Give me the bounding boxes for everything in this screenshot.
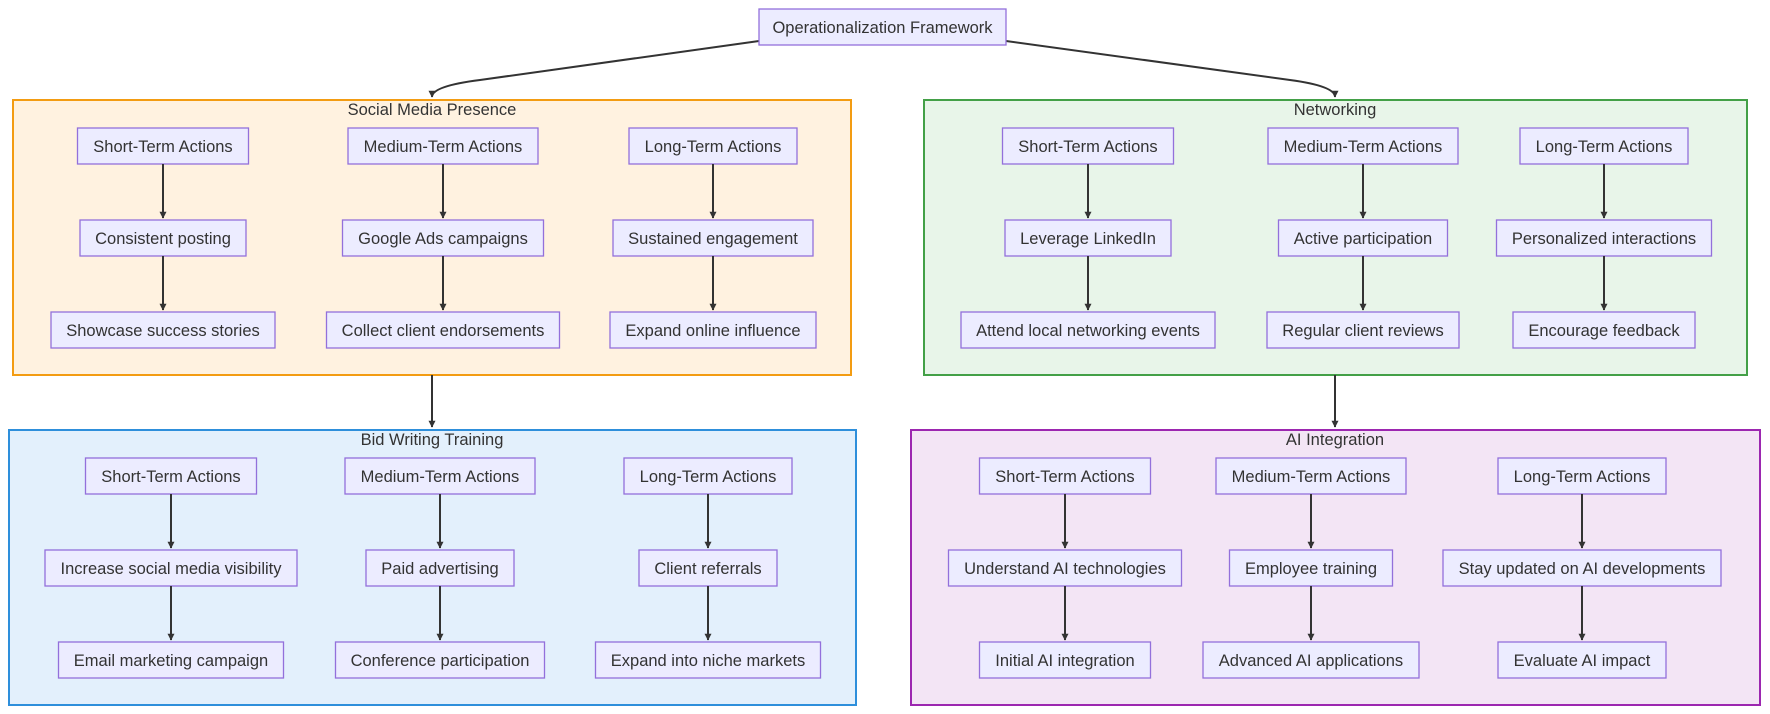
node-column-header[interactable]: Short-Term Actions [84, 457, 258, 495]
node-label: Expand online influence [625, 322, 800, 340]
node-column-header[interactable]: Medium-Term Actions [347, 127, 539, 165]
node-action-item[interactable]: Understand AI technologies [947, 549, 1183, 587]
node-label: Client referrals [654, 560, 761, 578]
node-action-item[interactable]: Sustained engagement [612, 219, 814, 257]
node-action-item[interactable]: Initial AI integration [978, 641, 1152, 679]
node-column-header[interactable]: Short-Term Actions [978, 457, 1152, 495]
node-label: Long-Term Actions [640, 468, 777, 486]
node-label: Consistent posting [95, 230, 231, 248]
node-action-item[interactable]: Paid advertising [365, 549, 515, 587]
node-action-item[interactable]: Attend local networking events [960, 311, 1216, 349]
node-label: Long-Term Actions [1514, 468, 1651, 486]
group-title: Bid Writing Training [361, 431, 504, 449]
node-label: Initial AI integration [995, 652, 1134, 670]
node-column-header[interactable]: Medium-Term Actions [1267, 127, 1459, 165]
node-label: Advanced AI applications [1219, 652, 1403, 670]
node-column-header[interactable]: Long-Term Actions [623, 457, 793, 495]
node-action-item[interactable]: Evaluate AI impact [1497, 641, 1667, 679]
group-title: AI Integration [1286, 431, 1384, 449]
node-label: Short-Term Actions [1018, 138, 1157, 156]
node-label: Leverage LinkedIn [1020, 230, 1156, 248]
node-action-item[interactable]: Expand into niche markets [594, 641, 822, 679]
node-label: Expand into niche markets [611, 652, 805, 670]
group-title: Social Media Presence [348, 101, 517, 119]
node-label: Stay updated on AI developments [1459, 560, 1706, 578]
node-label: Email marketing campaign [74, 652, 268, 670]
node-column-header[interactable]: Long-Term Actions [628, 127, 798, 165]
node-label: Google Ads campaigns [358, 230, 528, 248]
node-action-item[interactable]: Personalized interactions [1495, 219, 1713, 257]
node-label: Collect client endorsements [342, 322, 545, 340]
edge-title-to-social [428, 40, 760, 98]
node-label: Understand AI technologies [964, 560, 1166, 578]
node-label: Short-Term Actions [93, 138, 232, 156]
node-label: Evaluate AI impact [1514, 652, 1651, 670]
node-label: Active participation [1294, 230, 1433, 248]
node-column-header[interactable]: Short-Term Actions [76, 127, 250, 165]
node-label: Medium-Term Actions [364, 138, 523, 156]
node-action-item[interactable]: Consistent posting [79, 219, 247, 257]
node-label: Sustained engagement [628, 230, 798, 248]
node-label: Long-Term Actions [1536, 138, 1673, 156]
node-label: Attend local networking events [976, 322, 1200, 340]
node-label: Short-Term Actions [995, 468, 1134, 486]
node-label: Operationalization Framework [772, 19, 993, 37]
node-action-item[interactable]: Encourage feedback [1512, 311, 1696, 349]
node-column-header[interactable]: Medium-Term Actions [1215, 457, 1407, 495]
node-label: Personalized interactions [1512, 230, 1696, 248]
node-column-header[interactable]: Long-Term Actions [1497, 457, 1667, 495]
node-label: Regular client reviews [1282, 322, 1443, 340]
node-action-item[interactable]: Conference participation [334, 641, 546, 679]
node-action-item[interactable]: Leverage LinkedIn [1004, 219, 1172, 257]
node-label: Medium-Term Actions [361, 468, 520, 486]
node-label: Long-Term Actions [645, 138, 782, 156]
node-label: Encourage feedback [1528, 322, 1680, 340]
node-action-item[interactable]: Client referrals [638, 549, 778, 587]
node-label: Short-Term Actions [101, 468, 240, 486]
group-title: Networking [1294, 101, 1377, 119]
node-action-item[interactable]: Showcase success stories [50, 311, 276, 349]
node-label: Paid advertising [381, 560, 498, 578]
edge-title-to-networking [1005, 40, 1339, 98]
node-column-header[interactable]: Long-Term Actions [1519, 127, 1689, 165]
node-action-item[interactable]: Advanced AI applications [1202, 641, 1420, 679]
node-action-item[interactable]: Active participation [1277, 219, 1449, 257]
node-label: Employee training [1245, 560, 1377, 578]
node-column-header[interactable]: Short-Term Actions [1001, 127, 1175, 165]
node-action-item[interactable]: Employee training [1228, 549, 1394, 587]
node-label: Medium-Term Actions [1232, 468, 1391, 486]
node-action-item[interactable]: Expand online influence [609, 311, 817, 349]
node-label: Showcase success stories [66, 322, 260, 340]
node-action-item[interactable]: Increase social media visibility [44, 549, 298, 587]
node-column-header[interactable]: Medium-Term Actions [344, 457, 536, 495]
node-action-item[interactable]: Google Ads campaigns [341, 219, 545, 257]
node-action-item[interactable]: Email marketing campaign [57, 641, 285, 679]
node-label: Conference participation [351, 652, 530, 670]
node-action-item[interactable]: Collect client endorsements [325, 311, 561, 349]
node-label: Increase social media visibility [60, 560, 282, 578]
node-action-item[interactable]: Regular client reviews [1266, 311, 1460, 349]
node-label: Medium-Term Actions [1284, 138, 1443, 156]
node-operationalization-framework[interactable]: Operationalization Framework [758, 8, 1007, 46]
node-action-item[interactable]: Stay updated on AI developments [1442, 549, 1722, 587]
